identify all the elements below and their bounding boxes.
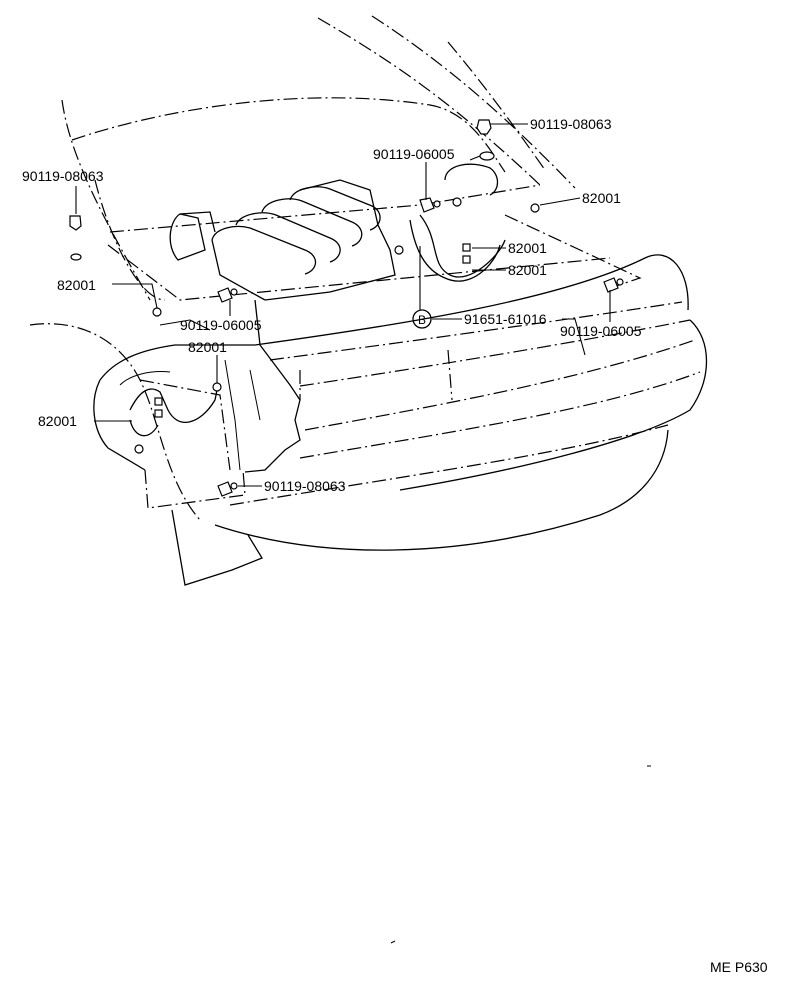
- engine-block: [93, 179, 396, 473]
- circle-b-marker: B: [412, 309, 432, 329]
- bolt-icon: [69, 215, 82, 231]
- clamp-icon: [154, 397, 163, 406]
- label-90119-08063-top: 90119-08063: [530, 116, 612, 132]
- clamp-icon: [462, 243, 471, 252]
- label-82001-right-upper: 82001: [582, 190, 621, 206]
- label-90119-06005-left: 90119-06005: [180, 317, 262, 333]
- part-labels: 90119-08063 90119-06005 82001 90119-0806…: [22, 116, 642, 494]
- leader-lines: [75, 123, 611, 487]
- screw-icon: [419, 197, 441, 213]
- drawing-code: ME P630: [710, 959, 768, 975]
- label-90119-08063-bottom: 90119-08063: [264, 478, 346, 494]
- body-outline: [29, 15, 708, 586]
- label-91651-61016: 91651-61016: [464, 311, 547, 327]
- washer-icon: [479, 151, 495, 161]
- label-90119-06005-right: 90119-06005: [560, 323, 642, 339]
- label-82001-transmission: 82001: [38, 413, 77, 429]
- wire-harness: [129, 163, 506, 437]
- clamp-icon: [152, 307, 162, 317]
- stray-mark: [390, 940, 396, 944]
- circle-b-letter: B: [418, 313, 426, 327]
- label-82001-center-b: 82001: [508, 262, 547, 278]
- screw-icon: [217, 287, 238, 303]
- screw-icon: [603, 277, 624, 293]
- washer-icon: [70, 253, 82, 261]
- screw-icon: [217, 481, 238, 497]
- bolt-icon: [476, 119, 492, 135]
- clamp-icon: [394, 245, 404, 255]
- label-82001-left: 82001: [57, 277, 96, 293]
- clamp-icon: [212, 382, 222, 392]
- clamp-icon: [154, 409, 163, 418]
- clamp-icon: [462, 255, 471, 264]
- fasteners: [69, 119, 624, 497]
- label-82001-center-a: 82001: [508, 240, 547, 256]
- label-82001-engine: 82001: [188, 339, 227, 355]
- label-90119-06005-top: 90119-06005: [373, 146, 455, 162]
- clamp-icon: [452, 197, 462, 207]
- label-90119-08063-left: 90119-08063: [22, 168, 104, 184]
- clamp-icon: [134, 444, 144, 454]
- clamp-icon: [530, 203, 540, 213]
